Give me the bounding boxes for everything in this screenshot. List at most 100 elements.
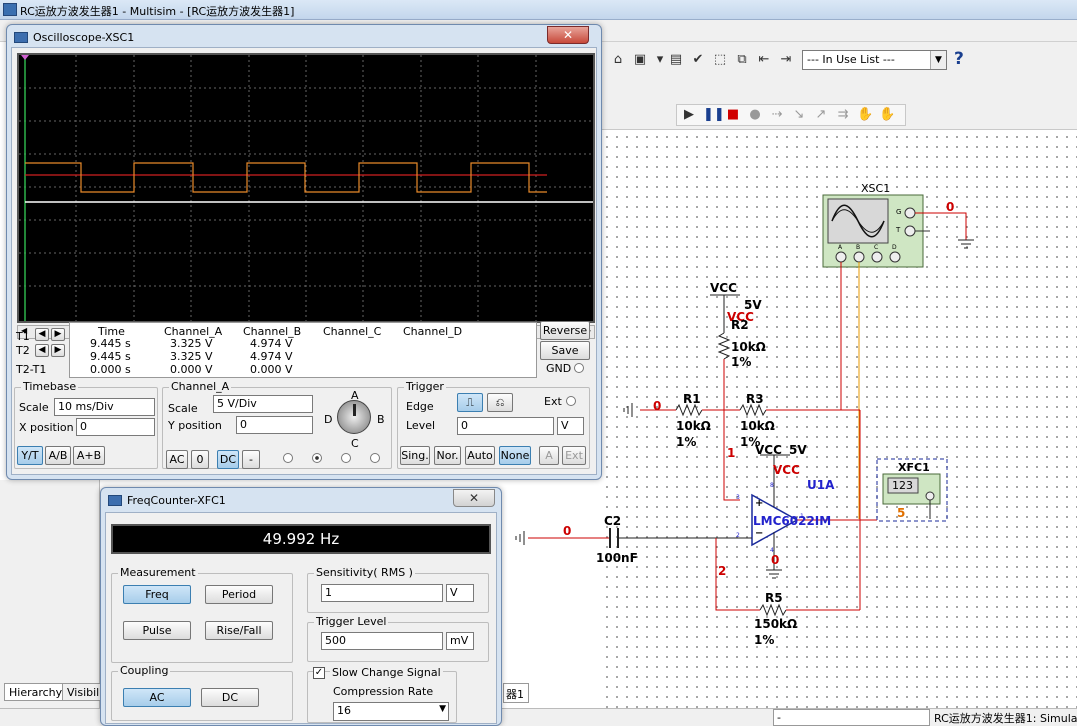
fc-dc-button[interactable]: DC [201, 688, 259, 707]
y-position-label: Y position [168, 419, 222, 432]
fc-trigger-level-input[interactable]: 500 [321, 632, 443, 650]
xsc1-port-g[interactable] [904, 207, 916, 219]
fc-ac-button[interactable]: AC [123, 688, 191, 707]
status-text: RC运放方波发生器1: Simula [934, 712, 1077, 725]
xfc1-port[interactable] [925, 491, 935, 501]
none-button[interactable]: None [499, 446, 531, 465]
hand-icon[interactable]: ✋ [857, 107, 874, 122]
sensitivity-title: Sensitivity( RMS ) [314, 566, 415, 579]
fc-trigger-level-unit[interactable]: mV [446, 632, 474, 650]
auto-button[interactable]: Auto [465, 446, 495, 465]
coupling-ac-button[interactable]: AC [166, 450, 188, 469]
opamp-pin-2: 2 [736, 532, 740, 539]
coupling-minus-button[interactable]: - [242, 450, 260, 469]
component-icon[interactable]: ⧉ [737, 52, 747, 67]
xfc1-screen [887, 477, 919, 494]
coupling-0-button[interactable]: 0 [191, 450, 209, 469]
scope-screen[interactable] [17, 53, 595, 323]
run-icon[interactable]: ▶ [684, 107, 694, 122]
step-into-icon[interactable]: ↘ [793, 107, 805, 122]
channel-radio-2[interactable] [312, 453, 322, 463]
xsc1-port-d[interactable] [889, 251, 901, 263]
period-button[interactable]: Period [205, 585, 273, 604]
t1-label: T1 [16, 330, 30, 343]
chevron-down-icon[interactable]: ▼ [930, 51, 946, 69]
xsc1-port-t[interactable] [904, 225, 916, 237]
in-use-list-select[interactable]: --- In Use List --- ▼ [802, 50, 947, 70]
t1-right-arrow-icon[interactable]: ▶ [51, 328, 65, 341]
trigger-src-a-button[interactable]: A [539, 446, 559, 465]
ab-button[interactable]: A/B [45, 446, 71, 465]
coupling-dc-button[interactable]: DC [217, 450, 239, 469]
trigger-src-ext-button[interactable]: Ext [562, 446, 586, 465]
forward-annotate-icon[interactable]: ⇥ [780, 52, 792, 67]
pulse-button[interactable]: Pulse [123, 621, 191, 640]
toolbar-tool-icon[interactable]: ⌂ [613, 52, 623, 67]
sheet-tab[interactable]: 器1 [503, 683, 529, 703]
scroll-left-icon[interactable]: ◀ [21, 326, 28, 335]
electrical-rules-icon[interactable]: ✔ [692, 52, 704, 67]
select-area-icon[interactable]: ⬚ [713, 52, 727, 67]
ext-radio[interactable] [566, 396, 576, 406]
chevron-down-icon[interactable]: ▼ [439, 704, 446, 714]
channel-select-knob[interactable] [337, 400, 371, 434]
a-plus-b-button[interactable]: A+B [73, 446, 105, 465]
net-0-opamp: 0 [771, 553, 780, 567]
sensitivity-unit[interactable]: V [446, 584, 474, 602]
in-use-list-value: --- In Use List --- [807, 53, 895, 66]
t2-right-arrow-icon[interactable]: ▶ [51, 344, 65, 357]
gnd-radio[interactable] [574, 363, 584, 373]
xfc1-selection[interactable] [876, 458, 948, 522]
channel-radio-4[interactable] [370, 453, 380, 463]
xsc1-port-b[interactable] [853, 251, 865, 263]
stop-icon[interactable]: ■ [726, 107, 740, 122]
knob-label-a: A [351, 389, 359, 402]
channel-radio-1[interactable] [283, 453, 293, 463]
timebase-scale-input[interactable]: 10 ms/Div [54, 398, 155, 416]
freq-counter-close-button[interactable]: ✕ [453, 489, 495, 507]
xsc1-port-c[interactable] [871, 251, 883, 263]
step-over-icon[interactable]: ⇢ [771, 107, 783, 122]
help-icon[interactable]: ? [954, 49, 964, 69]
channel-scale-input[interactable]: 5 V/Div [213, 395, 313, 413]
grapher-icon[interactable]: ▣ [633, 52, 647, 67]
t1-left-arrow-icon[interactable]: ◀ [35, 328, 49, 341]
r5-name: R5 [765, 591, 783, 605]
slow-change-checkbox[interactable]: ✓ [313, 667, 325, 679]
hand-remove-icon[interactable]: ✋ [879, 107, 896, 122]
x-position-label: X position [19, 421, 74, 434]
measurement-group: Measurement [111, 566, 293, 663]
cursor-marker-icon[interactable] [21, 55, 29, 60]
rise-fall-button[interactable]: Rise/Fall [205, 621, 273, 640]
compression-rate-select[interactable]: 16 ▼ [333, 702, 449, 721]
falling-edge-icon[interactable]: ⎌ [487, 393, 513, 412]
x-position-input[interactable]: 0 [76, 418, 155, 436]
xsc1-port-a[interactable] [835, 251, 847, 263]
sensitivity-input[interactable]: 1 [321, 584, 443, 602]
dropdown-arrow-icon[interactable]: ▾ [656, 52, 664, 67]
tab-hierarchy[interactable]: Hierarchy [4, 683, 68, 701]
breakpoint-icon[interactable]: ⇉ [837, 107, 849, 122]
trigger-level-unit[interactable]: V [557, 417, 584, 435]
freq-button[interactable]: Freq [123, 585, 191, 604]
y-position-input[interactable]: 0 [236, 416, 313, 434]
reverse-button[interactable]: Reverse [540, 321, 590, 340]
database-icon[interactable]: ▤ [669, 52, 683, 67]
rising-edge-icon[interactable]: ⎍ [457, 393, 483, 412]
back-annotate-icon[interactable]: ⇤ [758, 52, 770, 67]
trigger-level-input[interactable]: 0 [457, 417, 554, 435]
freq-counter-window[interactable]: FreqCounter-XFC1 ✕ 49.992 Hz Measurement… [100, 487, 502, 726]
level-label: Level [406, 419, 436, 432]
save-button[interactable]: Save [540, 341, 590, 360]
oscilloscope-window[interactable]: Oscilloscope-XSC1 ✕ ◀ ▶ T1 T2 T2-T1 ◀ ▶ … [6, 24, 602, 480]
yt-button[interactable]: Y/T [17, 446, 43, 465]
oscilloscope-close-button[interactable]: ✕ [547, 26, 589, 44]
sing-button[interactable]: Sing. [400, 446, 430, 465]
channel-radio-3[interactable] [341, 453, 351, 463]
step-icon[interactable]: ● [749, 107, 761, 122]
step-out-icon[interactable]: ↗ [815, 107, 827, 122]
t2-left-arrow-icon[interactable]: ◀ [35, 344, 49, 357]
nor-button[interactable]: Nor. [434, 446, 461, 465]
xsc1-port-g-label: G [896, 208, 902, 216]
